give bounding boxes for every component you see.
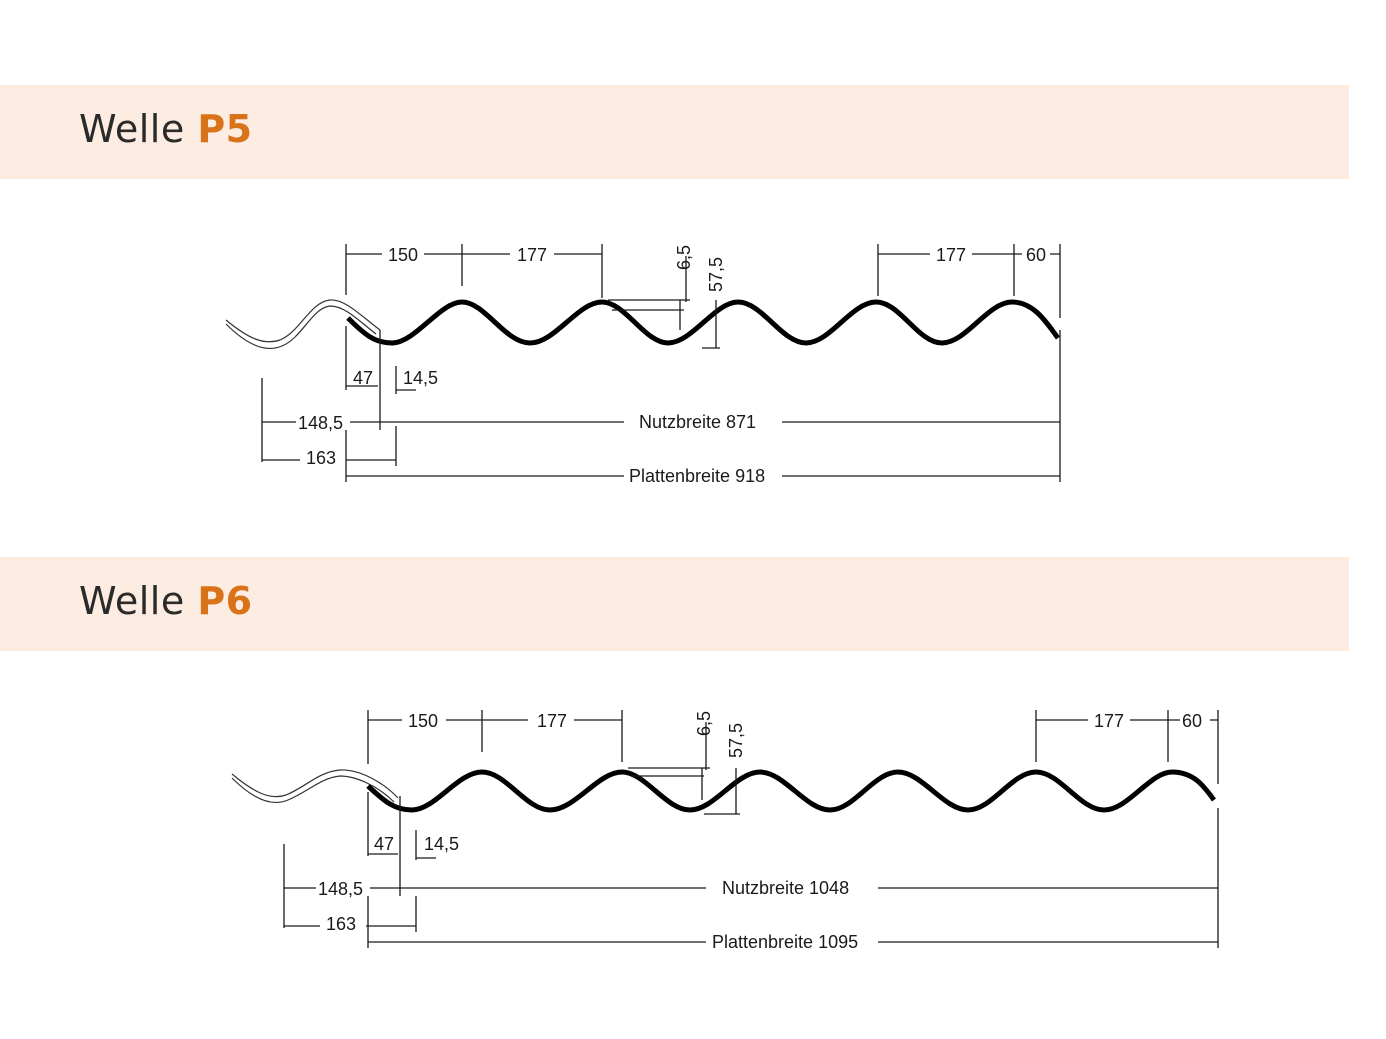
dim-overlap-b: 14,5	[424, 834, 459, 854]
dim-width-lines	[283, 808, 1219, 948]
dim-overlap-lines	[345, 326, 416, 430]
dim-top-lines	[367, 710, 1219, 784]
dim-nutzbreite: Nutzbreite 1048	[722, 878, 849, 898]
dim-pitch-first: 150	[408, 711, 438, 731]
dim-overlap-a: 47	[374, 834, 394, 854]
section-header-p5: Welle P5	[0, 85, 1349, 179]
dim-plattenbreite: Plattenbreite 1095	[712, 932, 858, 952]
dim-left-total: 163	[306, 448, 336, 468]
dim-height-lines	[628, 722, 740, 815]
dim-left-total: 163	[326, 914, 356, 934]
sheet-profile-line	[366, 769, 1217, 813]
title-code: P6	[197, 579, 253, 623]
dim-top-lines	[345, 244, 1061, 318]
dim-pitch-right: 177	[1094, 711, 1124, 731]
section-header-p6: Welle P6	[0, 557, 1349, 651]
dim-pitch-second: 177	[517, 245, 547, 265]
profile-diagram-p6: 150 177 177 60 6,5 57,5 47 14,5 148,5 16…	[231, 710, 1219, 952]
dim-nutzbreite: Nutzbreite 871	[639, 412, 756, 432]
profile-diagram-p5: 150 177 177 60 6,5 57,5 47 14,5 148,5 16…	[225, 244, 1061, 486]
dim-overlap-a: 47	[353, 368, 373, 388]
dim-height: 57,5	[726, 723, 746, 758]
dim-left-offset: 148,5	[318, 879, 363, 899]
sheet-profile-line	[346, 299, 1060, 346]
dim-width-lines	[261, 330, 1061, 482]
dim-height: 57,5	[706, 257, 726, 292]
dim-edge-right: 60	[1182, 711, 1202, 731]
dim-thickness: 6,5	[674, 245, 694, 270]
section-title-p5: Welle P5	[79, 107, 253, 151]
dim-plattenbreite: Plattenbreite 918	[629, 466, 765, 486]
dim-thickness: 6,5	[694, 711, 714, 736]
dim-pitch-first: 150	[388, 245, 418, 265]
dim-height-lines	[608, 256, 720, 349]
title-code: P5	[197, 107, 253, 151]
overlap-sheet-outline	[231, 769, 399, 804]
section-title-p6: Welle P6	[79, 579, 253, 623]
title-word: Welle	[79, 579, 185, 623]
dim-edge-right: 60	[1026, 245, 1046, 265]
dim-left-offset: 148,5	[298, 413, 343, 433]
dim-pitch-right: 177	[936, 245, 966, 265]
overlap-sheet-outline	[225, 299, 381, 350]
dim-overlap-lines	[367, 792, 436, 896]
dim-pitch-second: 177	[537, 711, 567, 731]
dim-overlap-b: 14,5	[403, 368, 438, 388]
title-word: Welle	[79, 107, 185, 151]
